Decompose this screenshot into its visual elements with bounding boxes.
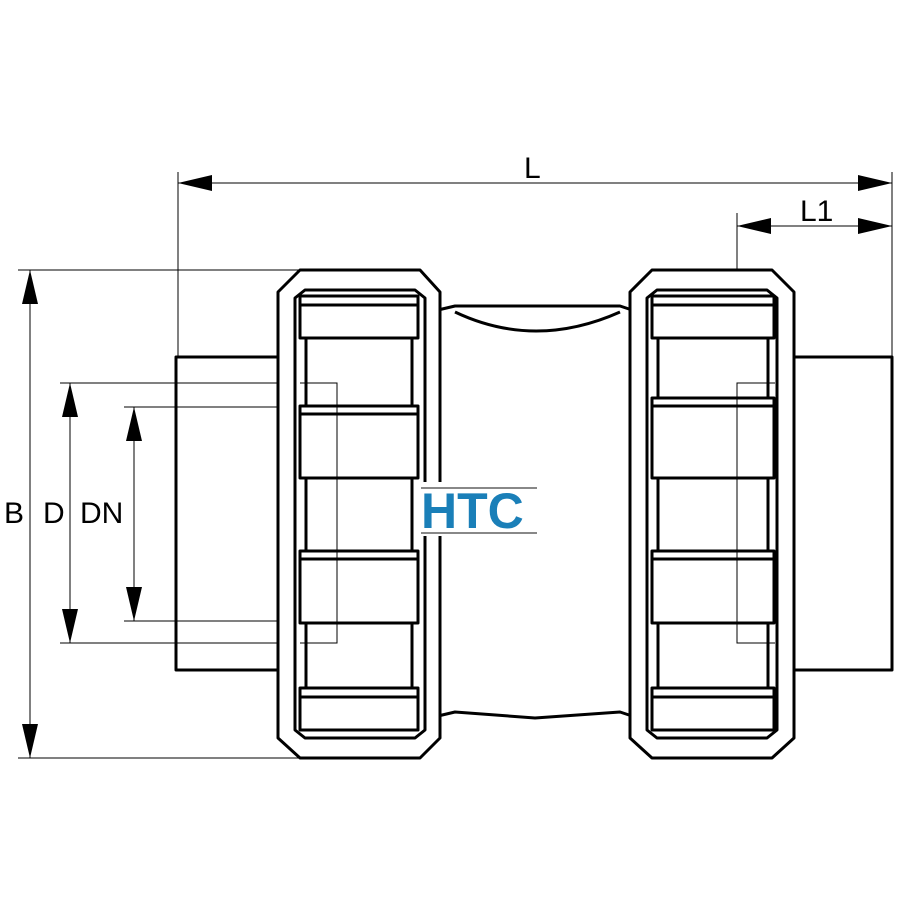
label-DN: DN bbox=[80, 497, 123, 530]
left-pipe-end bbox=[174, 355, 282, 672]
label-L: L bbox=[524, 152, 541, 185]
left-union-nut bbox=[276, 268, 442, 760]
arrow-up-icon bbox=[126, 407, 142, 441]
arrow-right-icon bbox=[858, 218, 892, 234]
right-union-nut bbox=[628, 268, 796, 760]
arrow-down-icon bbox=[22, 724, 38, 758]
label-L1: L1 bbox=[800, 195, 833, 228]
arrow-left-icon bbox=[737, 218, 771, 234]
arrow-up-icon bbox=[62, 383, 78, 417]
arrow-down-icon bbox=[126, 587, 142, 621]
logo-text: HTC bbox=[421, 483, 524, 539]
label-D: D bbox=[43, 497, 65, 530]
arrow-left-icon bbox=[178, 175, 212, 191]
htc-logo: HTC bbox=[420, 482, 538, 539]
label-B: B bbox=[4, 497, 24, 530]
arrow-up-icon bbox=[22, 270, 38, 304]
arrow-right-icon bbox=[858, 175, 892, 191]
arrow-down-icon bbox=[62, 609, 78, 643]
right-pipe-end bbox=[778, 355, 894, 672]
